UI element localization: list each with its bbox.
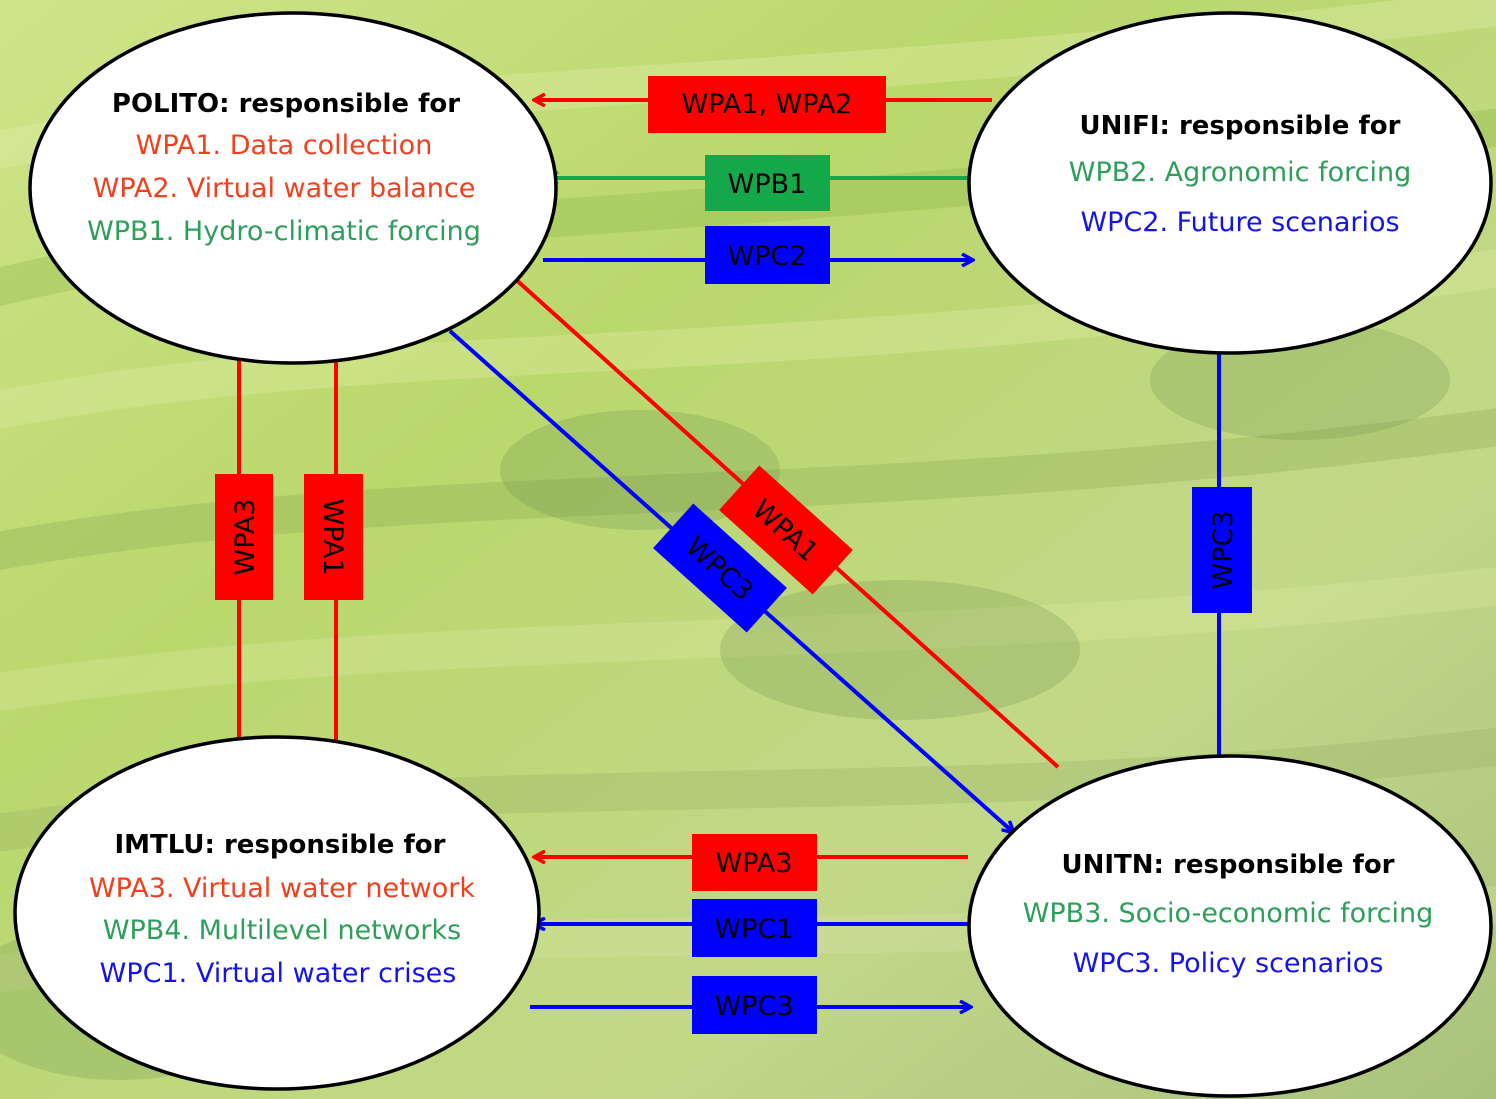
edge-label-imtlu-polito-red: WPA1 <box>304 474 363 600</box>
edge-label-imtlu-unitn-blue: WPC3 <box>692 976 817 1034</box>
edge-label-unitn-imtlu-red: WPA3 <box>692 834 817 891</box>
svg-text:WPC3: WPC3 <box>1208 510 1239 589</box>
svg-text:WPA3: WPA3 <box>230 499 261 576</box>
node-heading: UNIFI: responsible for <box>1080 111 1401 141</box>
node-unitn: UNITN: responsible for WPB3. Socio-econo… <box>967 754 1493 1098</box>
node-line: WPC2. Future scenarios <box>1080 207 1399 238</box>
node-line: WPC3. Policy scenarios <box>1073 948 1384 979</box>
edge-label-unitn-imtlu-blue: WPC1 <box>692 899 817 957</box>
node-heading: UNITN: responsible for <box>1062 850 1395 880</box>
node-line: WPB3. Socio-economic forcing <box>1023 898 1434 929</box>
edge-label-polito-unifi-blue: WPC2 <box>705 226 830 284</box>
node-line: WPB4. Multilevel networks <box>103 915 461 946</box>
svg-text:WPA3: WPA3 <box>716 848 793 879</box>
edge-label-unifi-unitn-blue: WPC3 <box>1192 487 1252 613</box>
svg-text:WPB1: WPB1 <box>728 169 807 200</box>
node-polito: POLITO: responsible for WPA1. Data colle… <box>28 11 558 365</box>
node-line: WPA1. Data collection <box>136 130 433 161</box>
svg-text:WPC1: WPC1 <box>714 914 793 945</box>
node-imtlu: IMTLU: responsible for WPA3. Virtual wat… <box>13 735 541 1091</box>
node-line: WPB1. Hydro-climatic forcing <box>87 216 481 247</box>
node-heading: IMTLU: responsible for <box>115 830 446 860</box>
node-heading: POLITO: responsible for <box>112 89 460 119</box>
node-line: WPB2. Agronomic forcing <box>1069 157 1411 188</box>
node-line: WPA3. Virtual water network <box>89 873 475 904</box>
node-unifi: UNIFI: responsible for WPB2. Agronomic f… <box>967 11 1493 355</box>
edge-label-unifi-polito-red: WPA1, WPA2 <box>648 76 886 133</box>
svg-text:WPC3: WPC3 <box>714 991 793 1022</box>
node-line: WPC1. Virtual water crises <box>100 958 457 989</box>
edge-label-unifi-polito-green: WPB1 <box>705 155 830 211</box>
edge-label-polito-imtlu-red: WPA3 <box>215 474 273 600</box>
svg-text:WPA1, WPA2: WPA1, WPA2 <box>682 89 853 120</box>
node-line: WPA2. Virtual water balance <box>93 173 476 204</box>
svg-text:WPC2: WPC2 <box>727 241 806 272</box>
svg-text:WPA1: WPA1 <box>317 499 348 576</box>
